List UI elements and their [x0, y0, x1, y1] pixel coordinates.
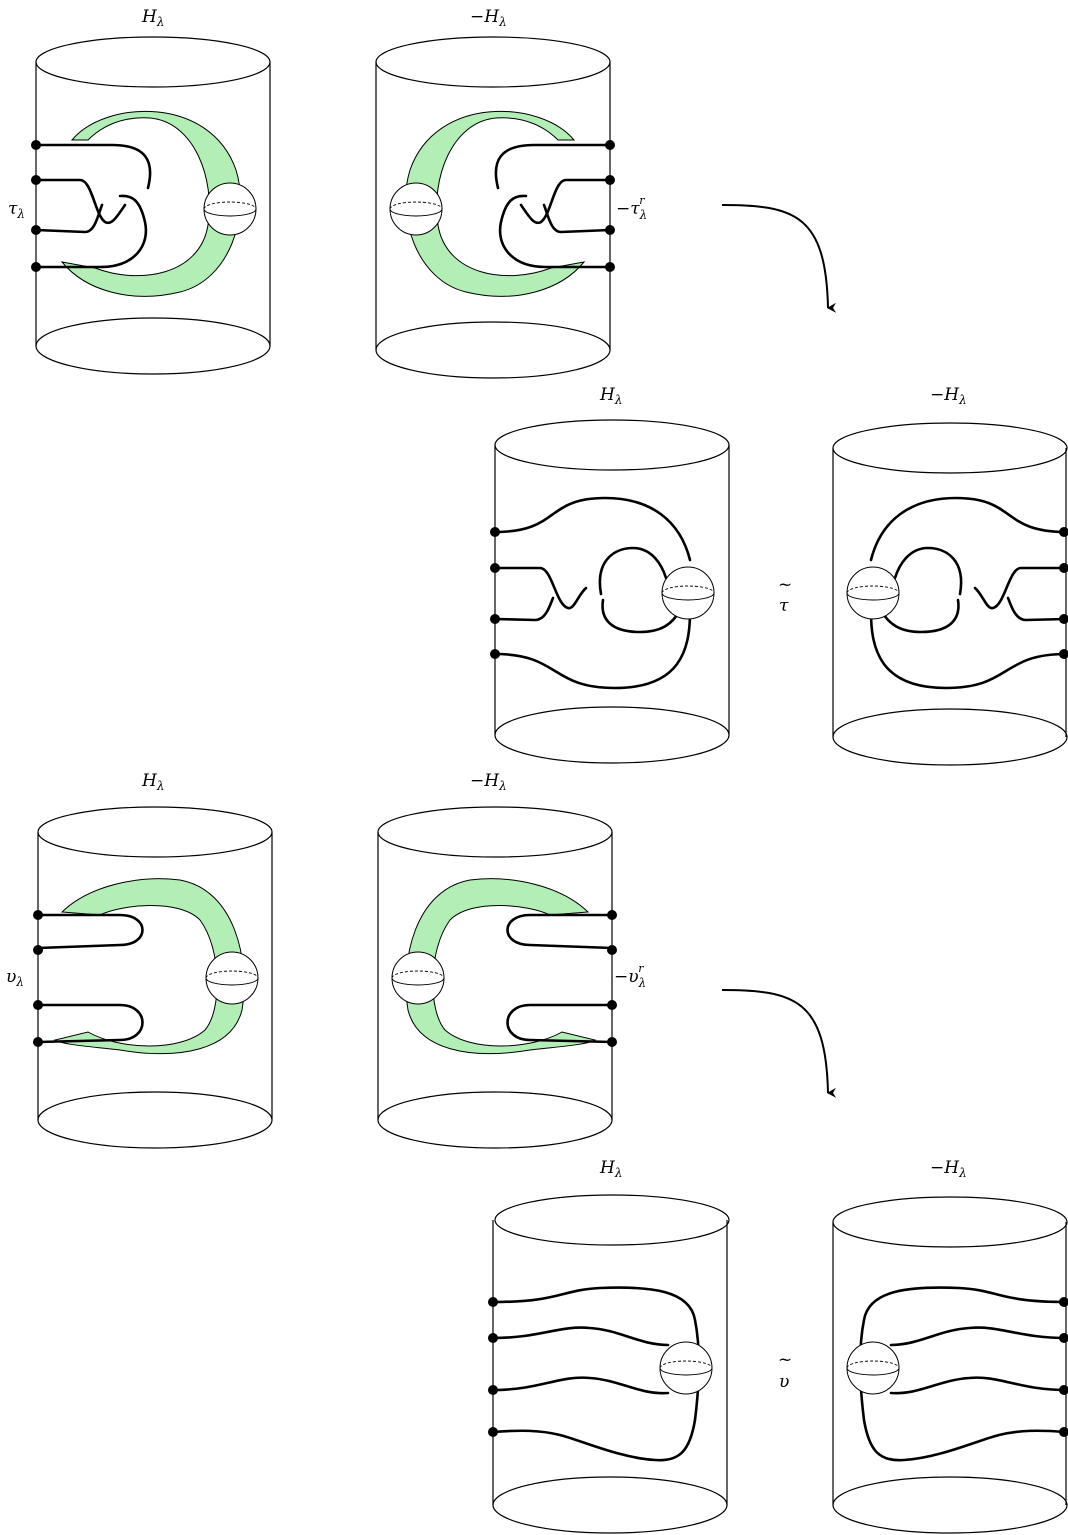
arrow-1 [721, 204, 837, 313]
label-h-lambda-4: Hλ [599, 1158, 622, 1180]
sphere [661, 566, 715, 620]
label-tau-lambda: τλ [8, 199, 25, 221]
cylinder-bottom [35, 317, 271, 375]
green-band [60, 110, 241, 297]
panel-upsilon-left: Hλ υλ [6, 771, 273, 1149]
panel-upsilon-tilde-left: Hλ [488, 1158, 730, 1534]
sphere [389, 182, 443, 236]
label-h-lambda-1: Hλ [141, 7, 164, 29]
green-band [53, 878, 245, 1055]
sphere [846, 1341, 900, 1395]
sphere [391, 951, 445, 1005]
label-minus-h-lambda-2: −Hλ [930, 385, 967, 407]
panel-upsilon-tilde-right: −Hλ [832, 1158, 1068, 1534]
sphere [205, 951, 259, 1005]
panel-tau-tilde-left: Hλ [490, 385, 730, 764]
tau-tilde: ~ τ [778, 575, 792, 616]
label-upsilon-lambda: υλ [6, 967, 24, 989]
sphere [659, 1341, 713, 1395]
arrow-2 [721, 989, 837, 1098]
label-minus-upsilon-lambda-r: −υλr [614, 962, 646, 990]
svg-text:~: ~ [778, 1350, 792, 1370]
label-minus-tau-lambda-r: −τλr [616, 194, 647, 222]
upsilon-tilde: ~ υ [778, 1350, 792, 1392]
label-h-lambda-3: Hλ [141, 771, 164, 793]
label-tau-tilde: τ [779, 596, 789, 616]
panel-upsilon-right: −Hλ −υλr [377, 771, 646, 1149]
panel-tau-tilde-right: −Hλ [832, 385, 1068, 766]
panel-tau-left: Hλ τλ [8, 7, 271, 375]
cylinder-top [35, 36, 271, 88]
label-minus-h-lambda-1: −Hλ [470, 7, 507, 29]
label-minus-h-lambda-3: −Hλ [470, 771, 507, 793]
green-band [405, 110, 586, 297]
sphere [846, 566, 900, 620]
panel-tau-right: −Hλ −τλr [375, 7, 647, 379]
label-upsilon-tilde: υ [779, 1372, 789, 1392]
label-h-lambda-2: Hλ [599, 385, 622, 407]
svg-text:~: ~ [778, 575, 792, 595]
green-band [405, 878, 597, 1055]
sphere [203, 182, 257, 236]
label-minus-h-lambda-4: −Hλ [930, 1158, 967, 1180]
